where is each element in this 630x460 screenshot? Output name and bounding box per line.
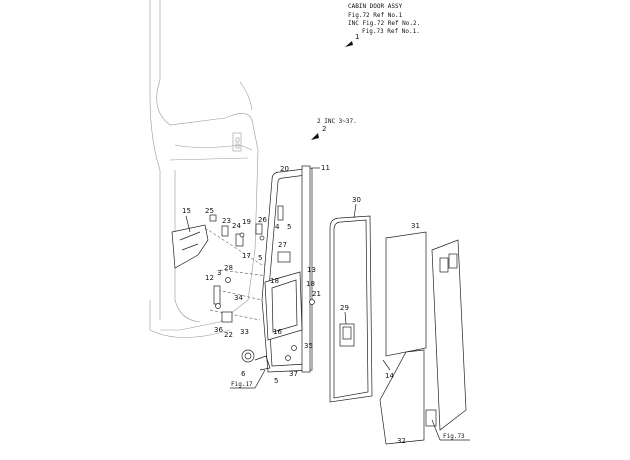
part-label-14: 14: [385, 372, 394, 380]
header-ref-1: Fig.72 Ref No.1: [348, 12, 403, 19]
part-label-33: 33: [240, 328, 249, 336]
part-12-hinge: [213, 285, 221, 305]
header-ref-3: Fig.73 Ref No.1.: [362, 28, 420, 35]
ref-fig17: Fig.17: [231, 381, 253, 388]
ref-fig73: Fig.73: [443, 433, 465, 440]
part-label-16: 16: [273, 328, 282, 336]
part-label-24: 24: [232, 222, 241, 230]
part-label-29: 29: [340, 304, 349, 312]
callout-inc-note: 2 INC 3~37.: [317, 118, 357, 125]
latch-hardware: [209, 214, 265, 247]
part-15-bracket: [171, 224, 209, 269]
callout-2: 2: [322, 125, 326, 133]
part-label-5b: 5: [258, 254, 262, 262]
part-label-18a: 18: [270, 277, 279, 285]
part-36-bolt: [215, 303, 221, 309]
part-27-block: [277, 251, 291, 263]
part-28-bolt: [225, 277, 231, 283]
part-label-15: 15: [182, 207, 191, 215]
upper-glass-31: [385, 231, 427, 357]
part-label-12: 12: [205, 274, 214, 282]
part-label-36: 36: [214, 326, 223, 334]
callout-1-arrow: [345, 41, 353, 47]
part-label-34: 34: [234, 294, 243, 302]
part-22-latch: [221, 311, 233, 323]
part-label-11: 11: [321, 164, 330, 172]
inner-panel-13: [264, 271, 303, 341]
part-label-22: 22: [224, 331, 233, 339]
part-label-3: 3: [217, 269, 221, 277]
lower-glass-32: [379, 349, 425, 445]
part-label-20: 20: [280, 165, 289, 173]
part-label-35: 35: [304, 342, 313, 350]
part-label-5c: 5: [274, 377, 278, 385]
part-label-4: 4: [275, 223, 280, 231]
header-ref-2: INC Fig.72 Ref No.2.: [348, 20, 420, 27]
part-label-28: 28: [224, 264, 233, 272]
part-4-pin: [277, 205, 284, 221]
cabin-body-outline: [149, 0, 259, 338]
outer-door-panel: [425, 239, 467, 431]
part-label-5a: 5: [287, 223, 291, 231]
part-label-37: 37: [289, 370, 298, 378]
part-label-31: 31: [411, 222, 420, 230]
part-label-26: 26: [258, 216, 267, 224]
part-37-bolt: [285, 355, 291, 361]
part-label-25: 25: [205, 207, 214, 215]
part-35-bolt: [291, 345, 297, 351]
part-label-21: 21: [312, 290, 321, 298]
header-title: CABIN DOOR ASSY: [348, 3, 403, 10]
callout-2-arrow: [311, 133, 319, 140]
part-6-knob: [241, 349, 255, 363]
part-label-32: 32: [397, 437, 406, 445]
part-29-handle: [339, 323, 355, 347]
part-label-30: 30: [352, 196, 361, 204]
part-label-17: 17: [242, 252, 251, 260]
door-seal-30: [329, 215, 373, 403]
part-label-27: 27: [278, 241, 287, 249]
part-label-19: 19: [242, 218, 251, 226]
part-label-13: 13: [307, 266, 316, 274]
part-21-clip: [309, 299, 315, 305]
part-label-6: 6: [241, 370, 246, 378]
callout-1: 1: [355, 33, 359, 41]
part-label-18b: 18: [306, 280, 315, 288]
part-label-23: 23: [222, 217, 231, 225]
